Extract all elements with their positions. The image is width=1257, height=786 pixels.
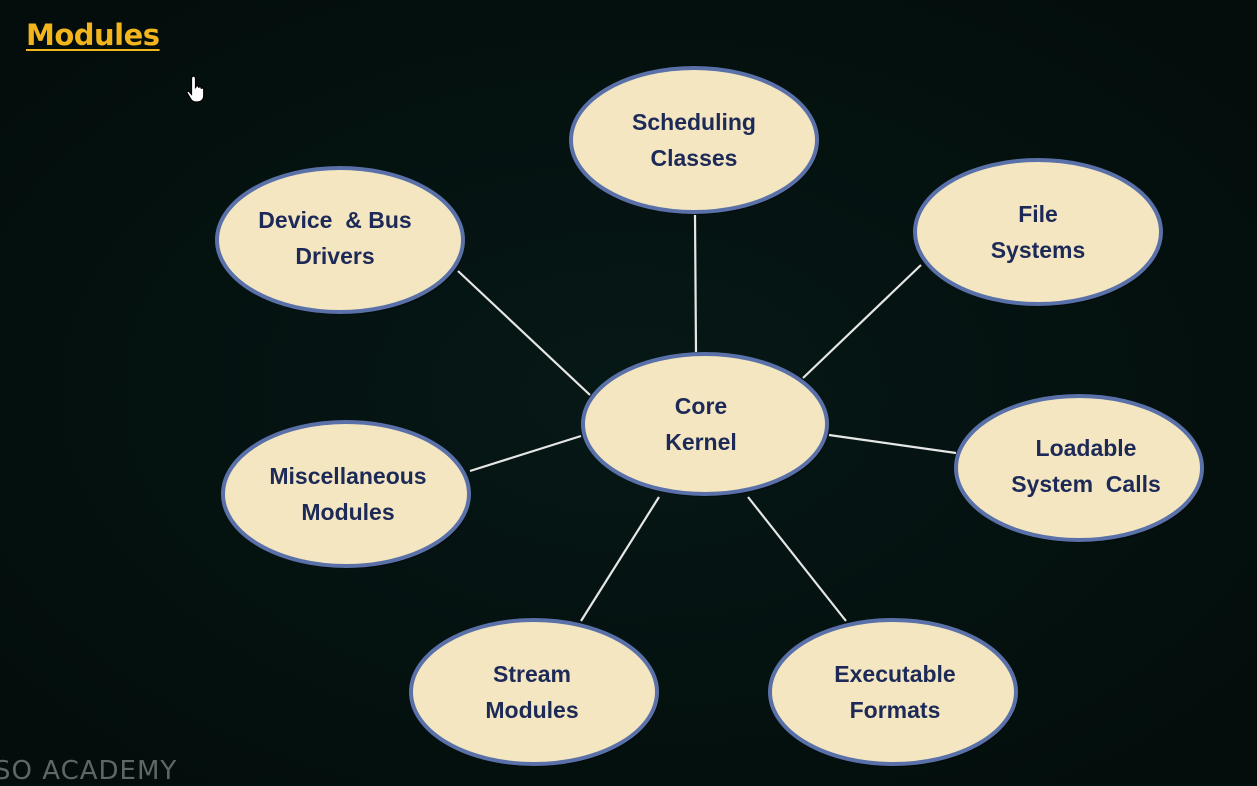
node-label-line: System Calls bbox=[1011, 471, 1161, 497]
connector-device-bus-drivers bbox=[457, 270, 591, 396]
node-label-line: Device & Bus bbox=[258, 207, 411, 233]
node-label-line: Formats bbox=[850, 697, 941, 723]
watermark: SO ACADEMY bbox=[0, 756, 178, 786]
hand-pointer-icon bbox=[186, 75, 205, 103]
node-label-line: Scheduling bbox=[632, 109, 756, 135]
node-ellipse bbox=[581, 352, 829, 496]
connector-file-systems bbox=[802, 264, 922, 379]
node-label-line: Stream bbox=[493, 661, 571, 687]
node-label-line: Miscellaneous bbox=[269, 463, 426, 489]
node-ellipse bbox=[409, 618, 659, 766]
node-label-line: Executable bbox=[834, 661, 955, 687]
node-label-line: Modules bbox=[485, 697, 578, 723]
node-label-line: Systems bbox=[991, 237, 1086, 263]
node-ellipse bbox=[768, 618, 1018, 766]
node-ellipse bbox=[954, 394, 1204, 542]
node-label-line: Core bbox=[675, 393, 727, 419]
node-label-line: Modules bbox=[301, 499, 394, 525]
node-ellipse bbox=[221, 420, 471, 568]
node-ellipse bbox=[569, 66, 819, 214]
connector-stream-modules bbox=[580, 496, 660, 622]
node-label-line: Loadable bbox=[1036, 435, 1137, 461]
connector-misc-modules bbox=[469, 434, 582, 473]
node-ellipse bbox=[215, 166, 465, 314]
node-ellipse bbox=[913, 158, 1163, 306]
connector-scheduling bbox=[693, 214, 698, 353]
node-label-line: Classes bbox=[651, 145, 738, 171]
connectors bbox=[457, 214, 957, 622]
connector-executable-formats bbox=[747, 496, 847, 622]
page-title: Modules bbox=[26, 18, 160, 52]
connector-loadable-syscalls bbox=[828, 433, 957, 455]
node-label-line: File bbox=[1018, 201, 1058, 227]
node-label-line: Drivers bbox=[295, 243, 374, 269]
node-label-line: Kernel bbox=[665, 429, 737, 455]
nodes: SchedulingClassesFileSystemsLoadableSyst… bbox=[215, 66, 1204, 767]
